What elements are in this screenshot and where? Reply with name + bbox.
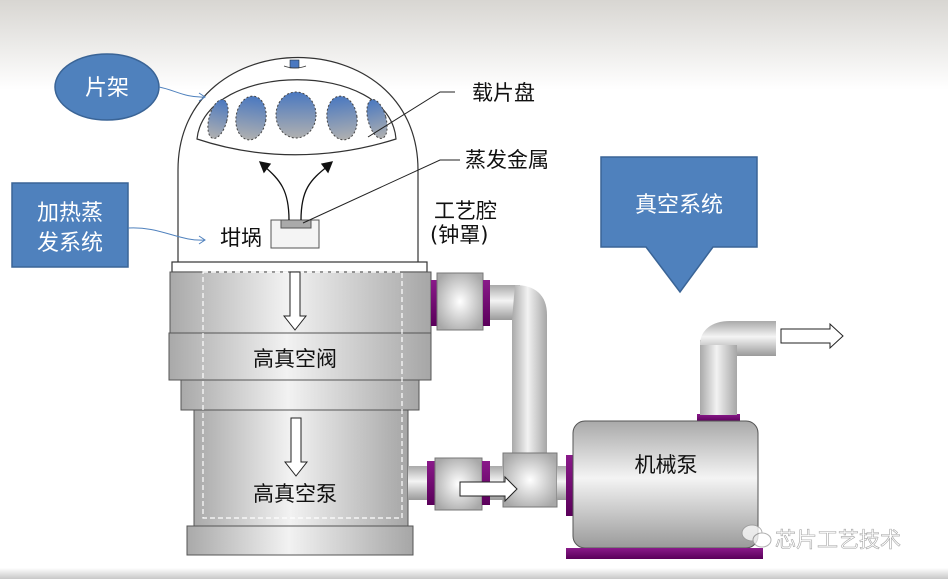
wafer — [275, 91, 317, 139]
bottom-shade — [0, 568, 948, 579]
label-crucible: 坩埚 — [220, 226, 262, 250]
label-chamber-sub: (钟罩) — [430, 223, 488, 247]
callout-arrow — [158, 86, 206, 98]
flow-arrow-icon — [459, 475, 518, 503]
wafer — [235, 95, 267, 141]
leader-line-carrier — [367, 91, 455, 138]
background-photo — [0, 0, 948, 90]
label-mech-pump: 机械泵 — [635, 453, 698, 477]
callout-arrow — [127, 227, 206, 241]
evaporation-metal — [280, 219, 312, 229]
vapor-arrows — [258, 161, 334, 221]
roughing-valve — [436, 272, 484, 331]
wechat-icon — [741, 524, 772, 548]
down-arrow-icon — [282, 271, 308, 331]
label-hv-pump: 高真空泵 — [253, 482, 337, 506]
callout-heating-system — [11, 182, 129, 268]
label-heating-2: 发系统 — [37, 231, 103, 256]
down-arrow-icon — [283, 417, 309, 477]
high-vacuum-stack: 高真空阀 高真空泵 — [168, 271, 432, 556]
mechanical-pump: 机械泵 — [566, 321, 844, 559]
vacuum-piping — [408, 272, 574, 516]
tee-junction — [502, 452, 558, 508]
label-hv-valve: 高真空阀 — [253, 347, 337, 371]
label-wafer-rack: 片架 — [85, 76, 129, 101]
label-chamber: 工艺腔 — [434, 199, 497, 223]
label-heating-1: 加热蒸 — [37, 201, 103, 226]
leader-line-metal — [302, 159, 460, 224]
wafer — [326, 95, 358, 141]
rotation-motor-icon — [289, 59, 300, 69]
vacuum-system-callout: 真空系统 — [600, 156, 758, 294]
high-vacuum-valve — [168, 332, 432, 381]
watermark: 芯片工艺技术 — [741, 524, 901, 552]
label-vacuum-system: 真空系统 — [635, 193, 723, 218]
wafer-carrier — [196, 79, 397, 156]
base-plate — [171, 261, 428, 273]
label-evap-metal: 蒸发金属 — [465, 148, 549, 172]
exhaust-arrow-icon — [780, 322, 844, 350]
watermark-text: 芯片工艺技术 — [775, 528, 901, 552]
label-wafer-carrier: 载片盘 — [472, 81, 535, 105]
wafer — [207, 99, 229, 139]
